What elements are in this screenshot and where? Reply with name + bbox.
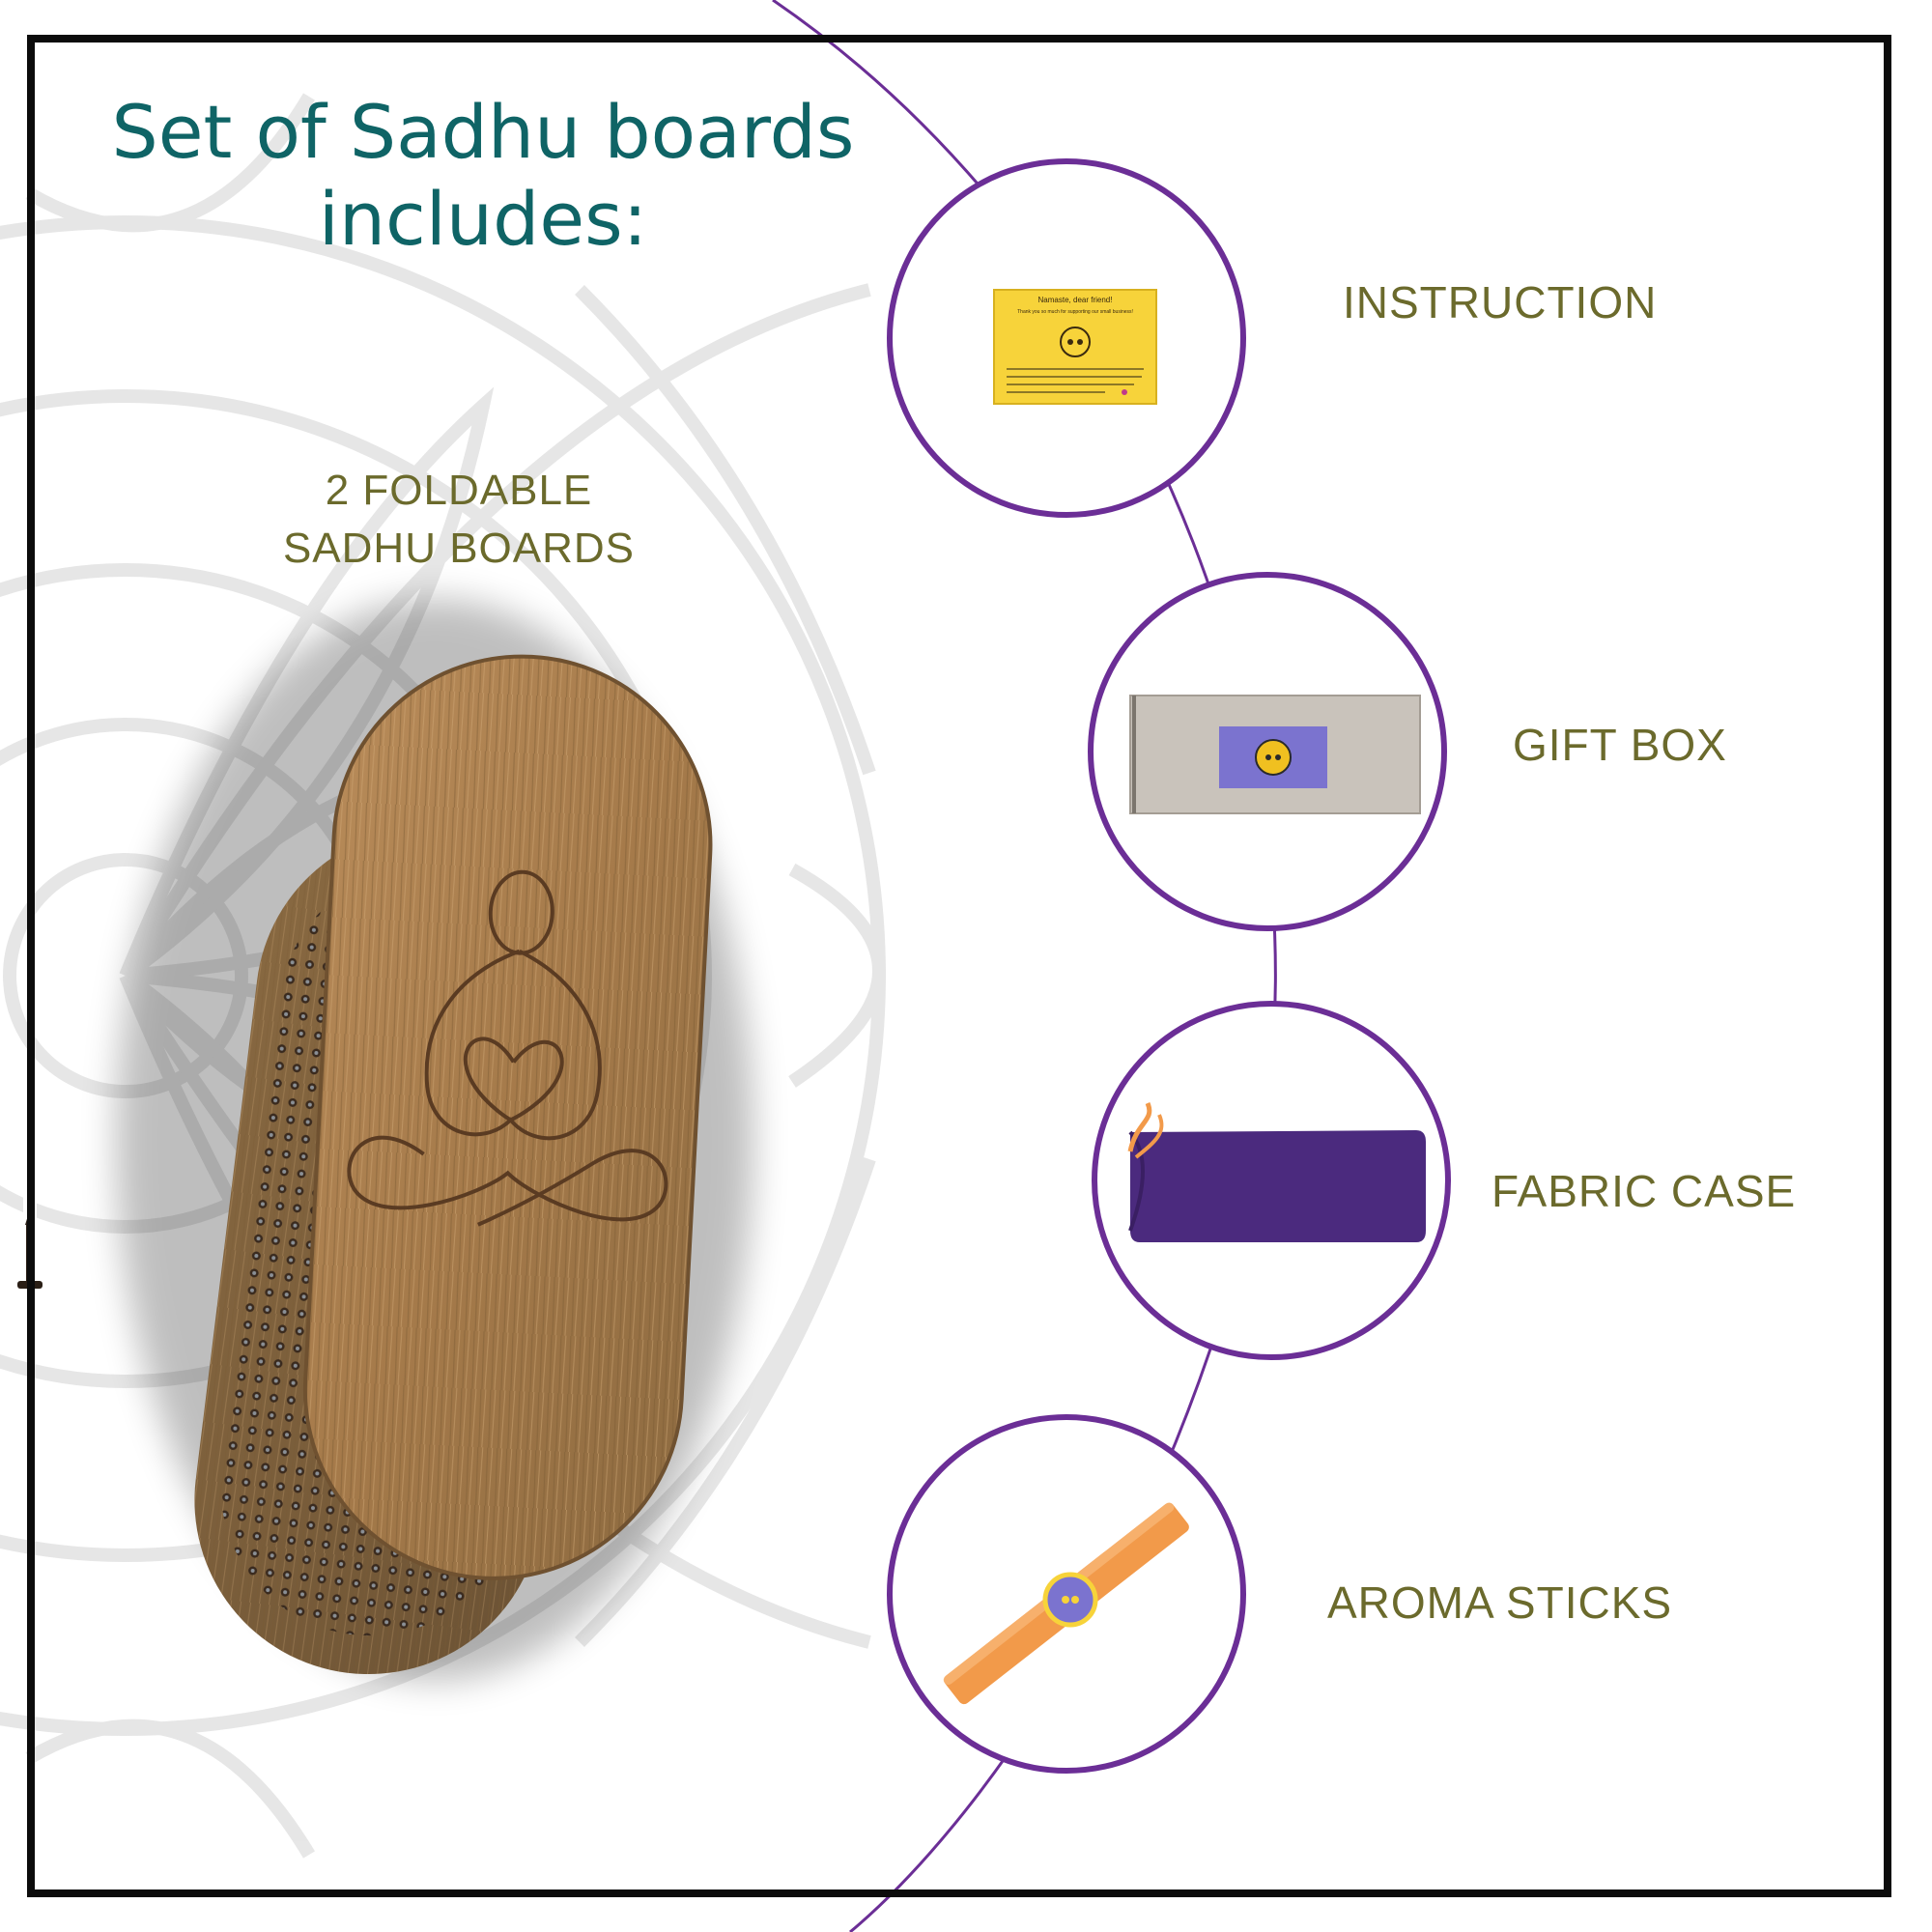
aroma-sticks-image bbox=[943, 1502, 1189, 1705]
instruction-circle: Namaste, dear friend! Thank you so much … bbox=[887, 158, 1246, 518]
instruction-card-image bbox=[993, 289, 1157, 405]
fabric-case-image bbox=[1127, 1101, 1426, 1242]
meditation-figure-engraving bbox=[347, 869, 668, 1227]
title-line-1: Set of Sadhu boards bbox=[111, 89, 855, 175]
item-label-instruction: INSTRUCTION bbox=[1343, 277, 1658, 327]
instruction-card-line: Thank you so much for supporting our sma… bbox=[1017, 309, 1133, 315]
gift-box-circle bbox=[1088, 572, 1447, 931]
item-label-fabric-case: FABRIC CASE bbox=[1492, 1166, 1797, 1216]
boards-label-line-2: SADHU BOARDS bbox=[282, 525, 636, 572]
boards-label-line-1: 2 FOLDABLE bbox=[325, 467, 593, 514]
title-line-2: includes: bbox=[318, 176, 648, 262]
boards-label: 2 FOLDABLE SADHU BOARDS bbox=[232, 462, 686, 578]
item-label-aroma-sticks: AROMA STICKS bbox=[1327, 1577, 1673, 1628]
aroma-sticks-circle bbox=[887, 1414, 1246, 1774]
item-label-gift-box: GIFT BOX bbox=[1513, 720, 1727, 770]
outer-frame bbox=[27, 35, 1891, 1897]
sadhu-board-front bbox=[302, 654, 713, 1580]
instruction-card-heading: Namaste, dear friend! bbox=[1037, 296, 1113, 304]
page-title: Set of Sadhu boards includes: bbox=[87, 89, 879, 263]
fabric-case-circle bbox=[1092, 1001, 1451, 1360]
gift-box-image bbox=[1129, 695, 1421, 814]
